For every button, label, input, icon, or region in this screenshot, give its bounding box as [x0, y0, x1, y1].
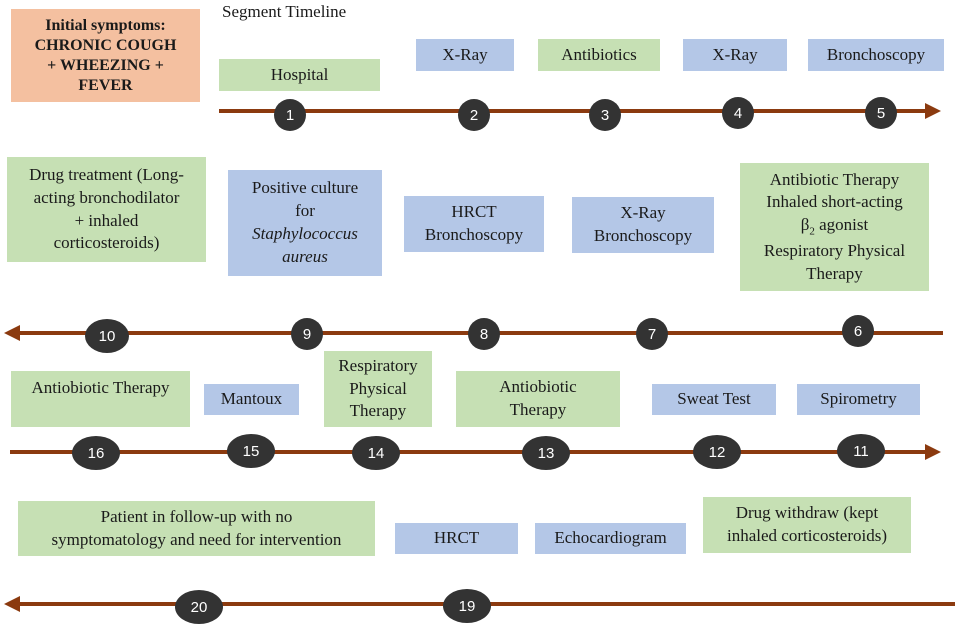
event-drug-withdraw-label: Drug withdraw (kept inhaled corticostero… [726, 503, 888, 545]
event-echocardiogram-label: Echocardiogram [554, 528, 667, 548]
event-antibiotic-therapy-line1: Antibiotic Therapy Inhaled short-acting [766, 169, 903, 212]
event-beta-agonist: β2 agonist [801, 214, 869, 239]
event-drug-treatment-label: Drug treatment (Long- acting bronchodila… [29, 164, 184, 253]
segment-timeline-title: Segment Timeline [222, 2, 347, 21]
event-xray-2-label: X-Ray [712, 44, 758, 64]
event-antiobiotic-therapy-2: Antiobiotic Therapy [456, 371, 620, 427]
event-sweat-test-label: Sweat Test [677, 389, 751, 409]
event-antiobiotic-therapy-1: Antiobiotic Therapy [11, 371, 190, 427]
step-5: 5 [865, 97, 897, 129]
initial-symptoms-text: Initial symptoms: CHRONIC COUGH + WHEEZI… [34, 16, 177, 94]
event-hrct-label: HRCT [433, 528, 480, 548]
step-7: 7 [636, 318, 668, 350]
event-hrct-bronchoscopy: HRCT Bronchoscopy [404, 196, 544, 252]
event-positive-culture-organism: Staphylococcus aureus [252, 224, 358, 266]
step-8: 8 [468, 318, 500, 350]
event-spirometry-label: Spirometry [820, 389, 897, 409]
event-drug-withdraw: Drug withdraw (kept inhaled corticostero… [703, 497, 911, 553]
event-respiratory-physical-therapy: Respiratory Physical Therapy [324, 351, 432, 427]
event-xray-1-label: X-Ray [442, 44, 488, 64]
event-antibiotics-label: Antibiotics [561, 44, 637, 64]
beta-subscript: 2 [809, 225, 815, 238]
step-16: 16 [72, 436, 120, 470]
step-20: 20 [175, 590, 223, 624]
step-15: 15 [227, 434, 275, 468]
event-bronchoscopy: Bronchoscopy [808, 39, 944, 71]
step-19: 19 [443, 589, 491, 623]
event-antibiotic-therapy-combo: Antibiotic Therapy Inhaled short-acting … [740, 163, 929, 291]
event-echocardiogram: Echocardiogram [535, 523, 686, 554]
event-mantoux-label: Mantoux [220, 389, 283, 409]
step-13: 13 [522, 436, 570, 470]
event-xray-bronchoscopy-label: X-Ray Bronchoscopy [593, 203, 693, 245]
event-bronchoscopy-label: Bronchoscopy [826, 44, 926, 64]
beta-symbol: β [800, 215, 810, 235]
event-respiratory-physical-therapy-label: Respiratory Physical Therapy [338, 355, 418, 421]
agonist-text: agonist [814, 215, 869, 235]
event-spirometry: Spirometry [797, 384, 920, 415]
step-10: 10 [85, 319, 129, 353]
event-xray-1: X-Ray [416, 39, 514, 71]
event-hrct-bronchoscopy-label: HRCT Bronchoscopy [424, 202, 524, 244]
event-hospital-label: Hospital [270, 64, 329, 84]
event-hrct: HRCT [395, 523, 518, 554]
step-1: 1 [274, 99, 306, 131]
step-14: 14 [352, 436, 400, 470]
event-antibiotic-therapy-line3: Respiratory Physical Therapy [763, 240, 906, 283]
step-12: 12 [693, 435, 741, 469]
event-mantoux: Mantoux [204, 384, 299, 415]
event-positive-culture-label: Positive culture for [251, 178, 359, 221]
event-drug-treatment: Drug treatment (Long- acting bronchodila… [7, 157, 206, 262]
event-positive-culture: Positive culture for Staphylococcus aure… [228, 170, 382, 276]
step-2: 2 [458, 99, 490, 131]
event-antibiotics: Antibiotics [538, 39, 660, 71]
initial-symptoms-box: Initial symptoms: CHRONIC COUGH + WHEEZI… [11, 9, 200, 102]
step-6: 6 [842, 315, 874, 347]
event-antiobiotic-therapy-2-label: Antiobiotic Therapy [499, 377, 577, 419]
event-patient-follow-up-label: Patient in follow-up with no symptomatol… [51, 506, 342, 549]
event-xray-2: X-Ray [683, 39, 787, 71]
step-3: 3 [589, 99, 621, 131]
event-antiobiotic-therapy-1-label: Antiobiotic Therapy [31, 378, 170, 397]
step-11: 11 [837, 434, 885, 468]
step-9: 9 [291, 318, 323, 350]
step-4: 4 [722, 97, 754, 129]
event-patient-follow-up: Patient in follow-up with no symptomatol… [18, 501, 375, 556]
event-hospital: Hospital [219, 59, 380, 91]
event-xray-bronchoscopy: X-Ray Bronchoscopy [572, 197, 714, 253]
event-sweat-test: Sweat Test [652, 384, 776, 415]
